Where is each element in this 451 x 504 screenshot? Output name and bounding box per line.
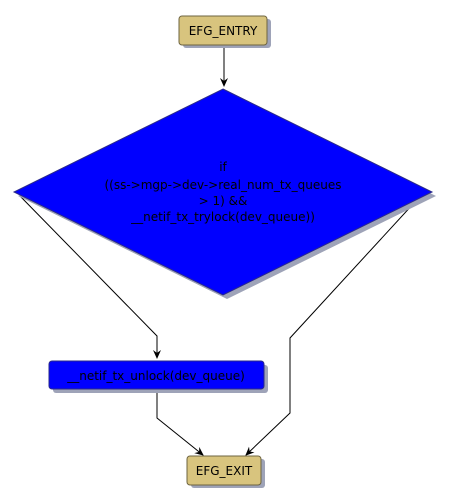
decision-line-4: __netif_tx_trylock(dev_queue)) (130, 210, 315, 224)
action-node: __netif_tx_unlock(dev_queue) (48, 360, 268, 393)
action-node-label: __netif_tx_unlock(dev_queue) (66, 369, 245, 383)
entry-node-label: EFG_ENTRY (189, 24, 258, 38)
exit-node-label: EFG_EXIT (196, 464, 253, 478)
edge-decision-to-action (19, 195, 161, 359)
action-node-box (48, 360, 265, 390)
entry-node-box (178, 15, 268, 46)
edges (19, 45, 415, 456)
decision-line-2: ((ss->mgp->dev->real_num_tx_queues (104, 178, 341, 192)
exit-node: EFG_EXIT (186, 455, 265, 488)
edge-decision-to-exit (245, 202, 415, 456)
edge-action-to-exit (156, 392, 204, 456)
decision-node-shape (12, 88, 434, 296)
decision-line-3: > 1) && (199, 194, 248, 208)
exit-node-box (186, 455, 262, 486)
entry-node: EFG_ENTRY (178, 15, 271, 48)
decision-line-1: if (219, 160, 227, 174)
decision-node: if ((ss->mgp->dev->real_num_tx_queues > … (12, 88, 436, 299)
